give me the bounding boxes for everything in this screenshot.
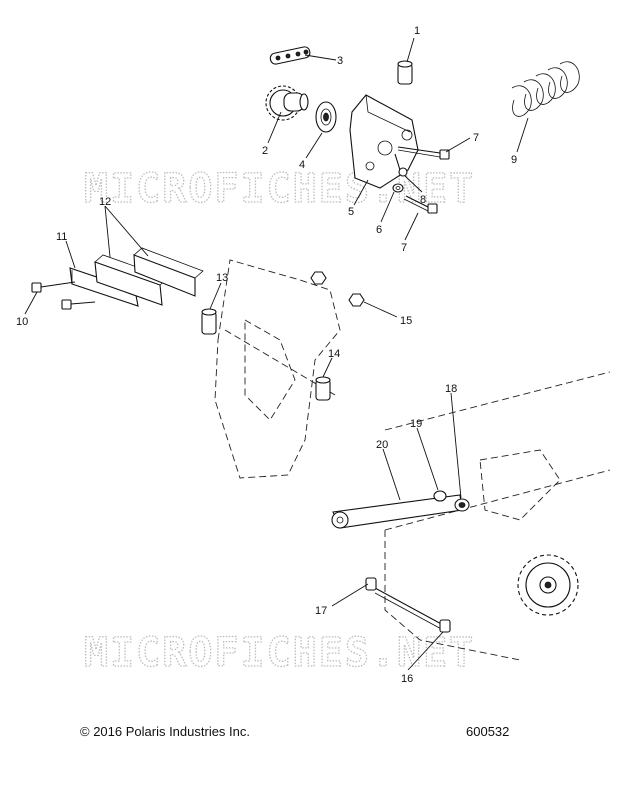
pivot-bushing-part: [433, 490, 470, 512]
bolt-upper-part: [397, 146, 450, 160]
bushing-part: [397, 60, 413, 85]
tunnel-outline: [384, 371, 611, 661]
pin-part: [394, 153, 408, 177]
callout-18: 18: [445, 383, 457, 395]
chassis-bracket-outline: [214, 259, 341, 479]
callout-13: 13: [216, 272, 228, 284]
bolt-lower-part: [403, 195, 438, 214]
callout-7-lower: 7: [401, 242, 407, 254]
callout-17: 17: [315, 605, 327, 617]
callout-1: 1: [414, 25, 420, 37]
nuts-part: [310, 271, 365, 307]
spacer-lower-part: [315, 376, 331, 401]
watermark-top: MICROFICHES.NET: [84, 166, 475, 212]
callout-labels: 1 2 3 4 5 6 7 7 8 9 10 11 12 13 14 15 16…: [16, 25, 517, 685]
callout-15: 15: [400, 315, 412, 327]
chaincase-housing-part: [349, 94, 419, 189]
callout-5: 5: [348, 206, 354, 218]
callout-4: 4: [299, 159, 305, 171]
callout-14: 14: [328, 348, 340, 360]
callout-12: 12: [99, 196, 111, 208]
sprocket-part: [265, 85, 309, 121]
callout-2: 2: [262, 145, 268, 157]
callout-20: 20: [376, 439, 388, 451]
leader-lines: [24, 37, 529, 671]
callout-9: 9: [511, 154, 517, 166]
spacer-part: [201, 308, 217, 335]
callout-6: 6: [376, 224, 382, 236]
diagram-number: 600532: [466, 724, 510, 739]
chain-link-part: [269, 46, 311, 65]
callout-8: 8: [420, 194, 426, 206]
callout-3: 3: [337, 55, 343, 67]
callout-16: 16: [401, 673, 413, 685]
washer-part: [392, 183, 404, 193]
mount-brackets-part: [94, 247, 204, 306]
axle-bolt-part: [365, 577, 451, 633]
bearing-part: [315, 101, 337, 133]
drive-sprocket-part: [517, 554, 579, 616]
callout-7-upper: 7: [473, 132, 479, 144]
callout-19: 19: [410, 418, 422, 430]
copyright-notice: © 2016 Polaris Industries Inc.: [80, 724, 250, 739]
bolts-left-part: [31, 281, 96, 310]
spring-clips-part: [511, 61, 580, 117]
callout-11: 11: [56, 231, 67, 243]
callout-10: 10: [16, 316, 28, 328]
